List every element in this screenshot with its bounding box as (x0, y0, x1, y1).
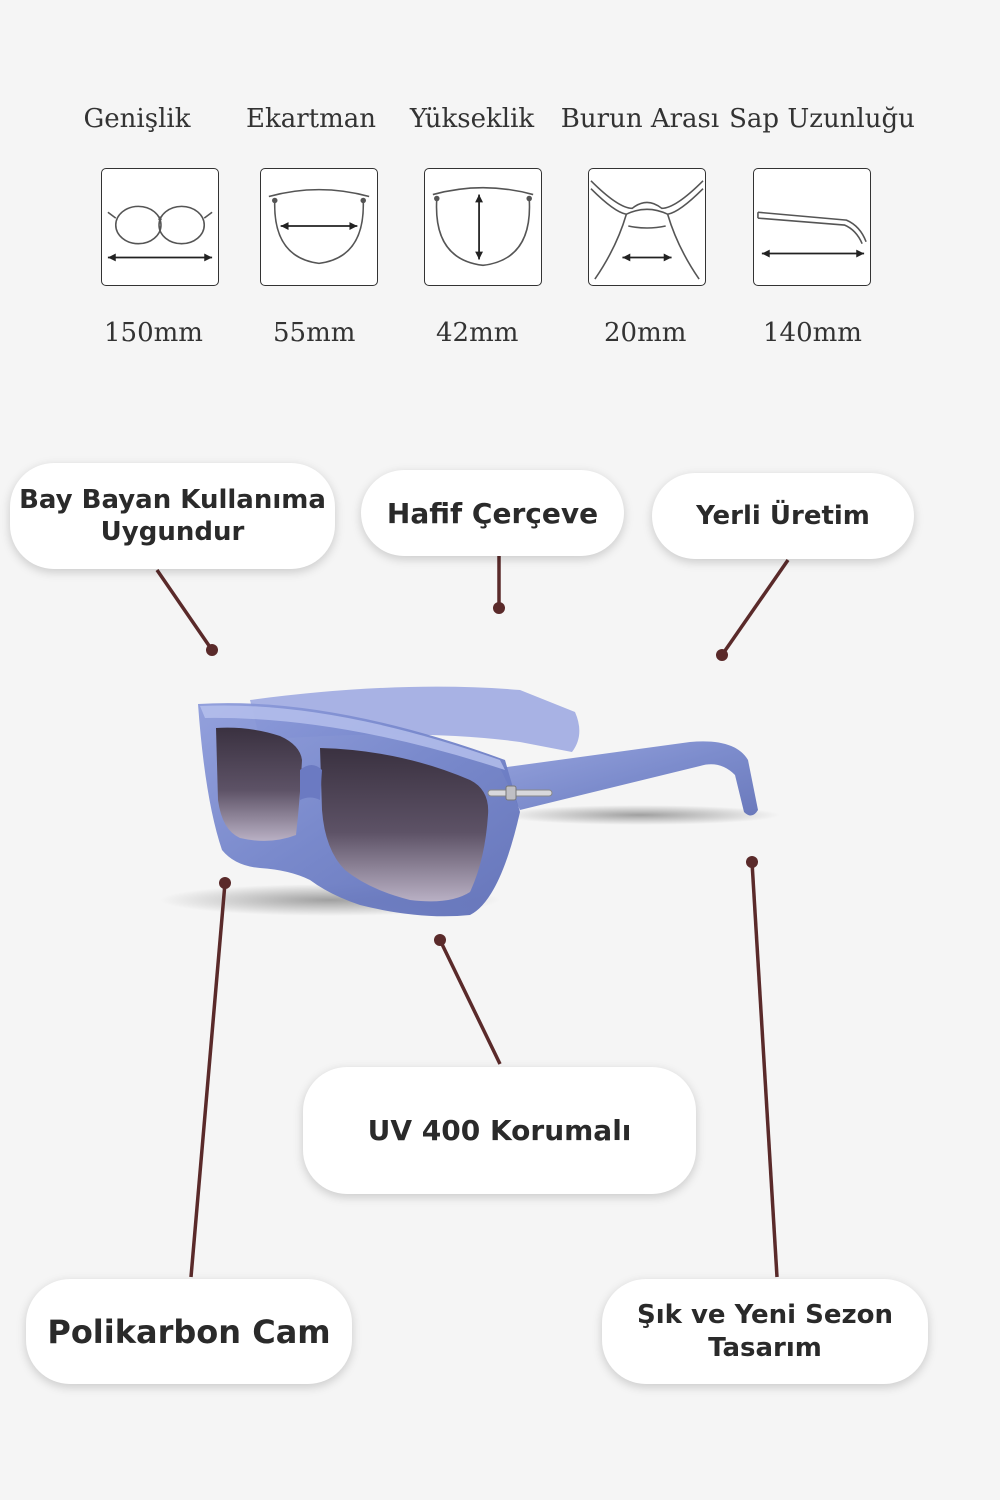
leader-lines (155, 556, 790, 1278)
leader-line-unisex (155, 569, 214, 651)
feature-unisex: Bay Bayan Kullanıma Uygundur (10, 463, 335, 569)
feature-light-frame-label: Hafif Çerçeve (386, 496, 599, 530)
measurement-label: Yükseklik (409, 104, 535, 134)
feature-unisex-line1: Bay Bayan Kullanıma (19, 484, 326, 515)
bridge-width-icon (588, 168, 706, 286)
feature-stylish-line2: Tasarım (708, 1332, 822, 1363)
measurement-label: Sap Uzunluğu (729, 104, 915, 134)
feature-stylish: Şık ve Yeni Sezon Tasarım (602, 1279, 928, 1384)
measurement-value: 20mm (604, 318, 687, 348)
measurement-label: Burun Arası (560, 104, 720, 134)
feature-polycarbonate-label: Polikarbon Cam (47, 1312, 331, 1351)
leader-line-polycarbonate (189, 882, 227, 1278)
temple-length-icon (753, 168, 871, 286)
feature-polycarbonate: Polikarbon Cam (26, 1279, 352, 1384)
measurement-value: 140mm (763, 318, 862, 348)
feature-local-made-label: Yerli Üretim (696, 500, 870, 531)
measurement-label: Genişlik (83, 104, 191, 134)
feature-uv: UV 400 Korumalı (303, 1067, 696, 1194)
measurement-value: 150mm (104, 318, 203, 348)
lens-width-icon (260, 168, 378, 286)
feature-unisex-line2: Uygundur (100, 517, 245, 547)
sunglasses-shadow (500, 805, 780, 825)
feature-light-frame: Hafif Çerçeve (361, 470, 624, 556)
measurement-value: 42mm (436, 318, 519, 348)
feature-local-made: Yerli Üretim (652, 473, 914, 559)
leader-line-local-made (720, 559, 790, 656)
feature-uv-label: UV 400 Korumalı (367, 1114, 632, 1147)
frame-width-icon (101, 168, 219, 286)
measurement-label: Ekartman (245, 104, 377, 134)
lens-height-icon (424, 168, 542, 286)
leader-line-uv (438, 939, 502, 1065)
sunglasses-icon (198, 686, 758, 917)
leader-line-stylish (750, 861, 779, 1278)
measurement-value: 55mm (273, 318, 356, 348)
feature-stylish-line1: Şık ve Yeni Sezon (636, 1300, 894, 1330)
